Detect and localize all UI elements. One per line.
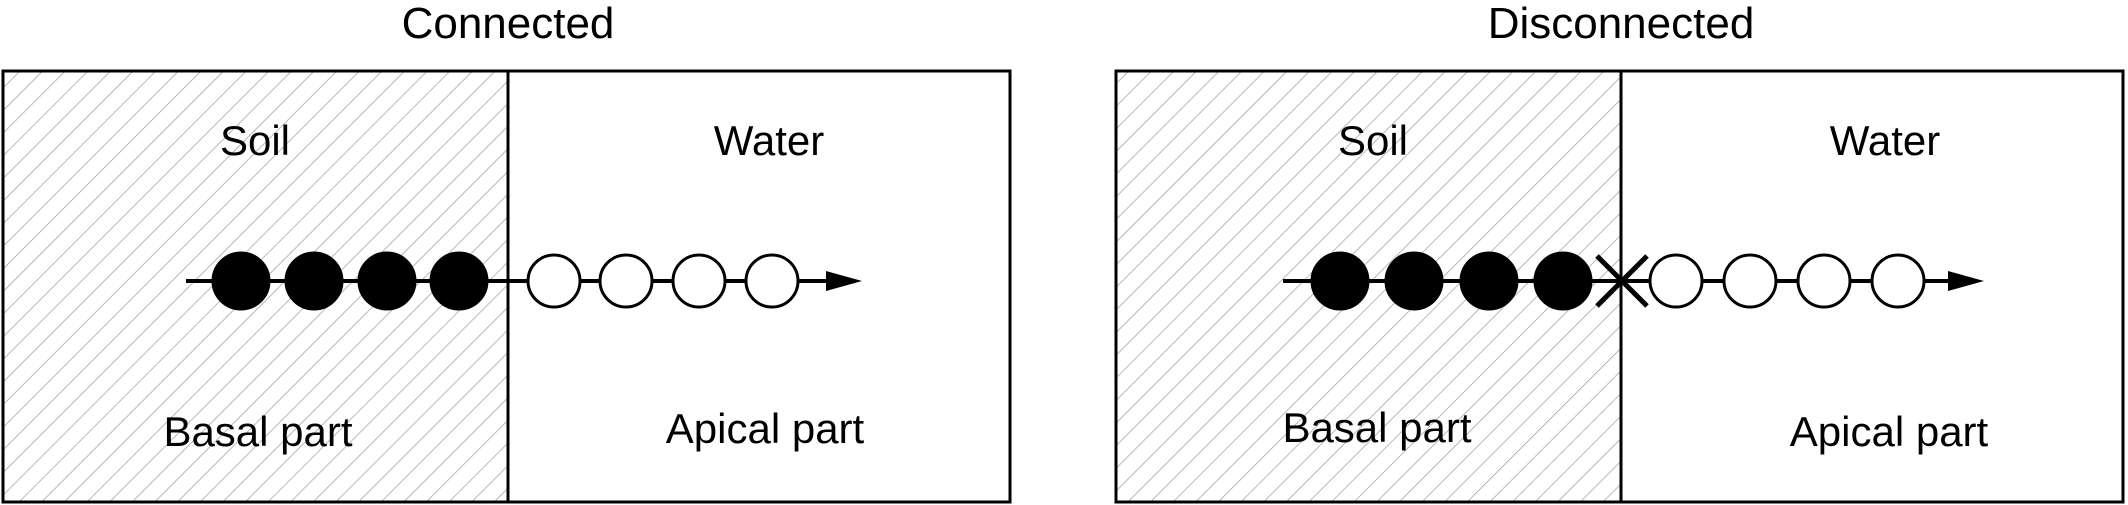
filled-circle [1310,251,1370,311]
open-circle [1870,253,1926,309]
panel-title: Connected [402,0,615,48]
open-circle [598,253,654,309]
panel-connected: Connected Soil Water Basal part Apical p… [1,0,1012,504]
panel-disconnected: Disconnected Soil Water Basal part Apica… [1114,0,2125,504]
disconnection-x-mark [1595,254,1649,308]
filled-circle [211,251,271,311]
open-circle [1648,253,1704,309]
apical-part-label: Apical part [666,405,865,452]
filled-circle [1533,251,1593,311]
open-circle [526,253,582,309]
apical-part-label: Apical part [1790,408,1989,455]
open-circle [1796,253,1852,309]
open-circle [671,253,727,309]
soil-label: Soil [220,117,290,164]
filled-circle [357,251,417,311]
filled-circle [1459,251,1519,311]
flow-arrow-head [826,271,862,291]
filled-circle [1384,251,1444,311]
water-label: Water [714,117,824,164]
open-circle [1722,253,1778,309]
basal-part-label: Basal part [163,408,352,455]
panel-title: Disconnected [1488,0,1755,48]
filled-circle [284,251,344,311]
basal-part-label: Basal part [1282,404,1471,451]
open-circle [744,253,800,309]
soil-label: Soil [1338,117,1408,164]
filled-circle [429,251,489,311]
water-label: Water [1830,117,1940,164]
flow-arrow-head [1948,271,1984,291]
